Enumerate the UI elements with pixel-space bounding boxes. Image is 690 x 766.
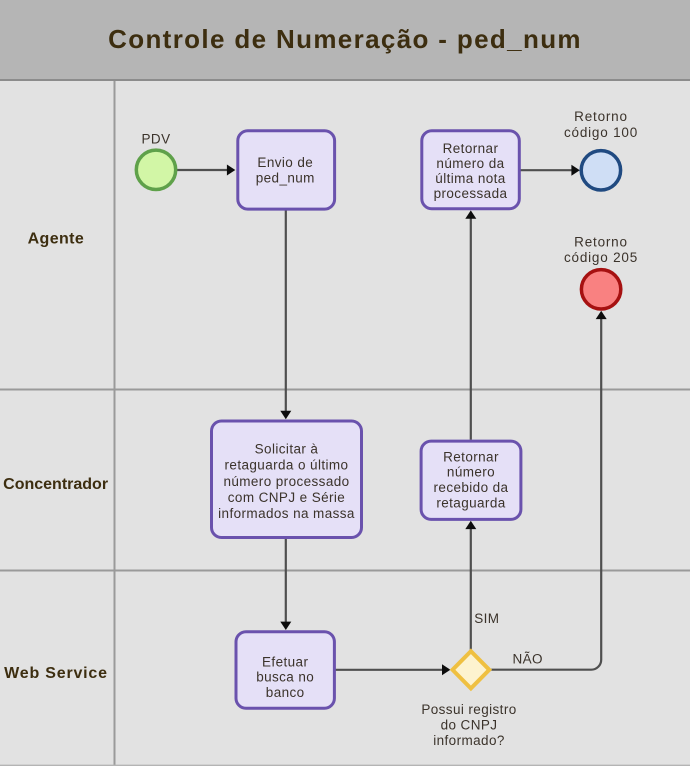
svg-text:ped_num: ped_num bbox=[256, 171, 315, 186]
svg-text:SIM: SIM bbox=[474, 611, 499, 626]
svg-text:NÃO: NÃO bbox=[513, 652, 543, 667]
svg-text:recebido da: recebido da bbox=[434, 480, 509, 495]
svg-text:Concentrador: Concentrador bbox=[3, 476, 108, 493]
svg-text:Retorno: Retorno bbox=[574, 234, 628, 249]
svg-text:Retorno: Retorno bbox=[574, 109, 628, 124]
svg-text:do CNPJ: do CNPJ bbox=[441, 717, 498, 732]
svg-text:Possui registro: Possui registro bbox=[421, 702, 516, 717]
svg-text:código 205: código 205 bbox=[564, 250, 638, 265]
svg-text:Envio de: Envio de bbox=[257, 155, 313, 170]
svg-text:Web Service: Web Service bbox=[4, 665, 108, 682]
svg-text:busca no: busca no bbox=[256, 670, 314, 685]
svg-text:número: número bbox=[447, 465, 495, 480]
svg-text:número da: número da bbox=[436, 156, 504, 171]
svg-text:Solicitar à: Solicitar à bbox=[255, 441, 319, 456]
svg-text:Agente: Agente bbox=[28, 231, 85, 248]
svg-text:retaguarda o último: retaguarda o último bbox=[225, 458, 349, 473]
svg-text:retaguarda: retaguarda bbox=[436, 495, 505, 510]
svg-text:Efetuar: Efetuar bbox=[262, 654, 308, 669]
svg-text:informados na massa: informados na massa bbox=[218, 506, 355, 521]
svg-text:PDV: PDV bbox=[142, 131, 171, 146]
svg-text:número processado: número processado bbox=[223, 474, 349, 489]
svg-text:banco: banco bbox=[266, 685, 305, 700]
svg-text:com CNPJ e Série: com CNPJ e Série bbox=[228, 490, 345, 505]
svg-text:informado?: informado? bbox=[433, 733, 505, 748]
svg-text:código 100: código 100 bbox=[564, 125, 638, 140]
svg-text:Retornar: Retornar bbox=[443, 141, 499, 156]
svg-text:última nota: última nota bbox=[435, 171, 506, 186]
svg-text:processada: processada bbox=[434, 186, 508, 201]
svg-text:Retornar: Retornar bbox=[443, 449, 499, 464]
